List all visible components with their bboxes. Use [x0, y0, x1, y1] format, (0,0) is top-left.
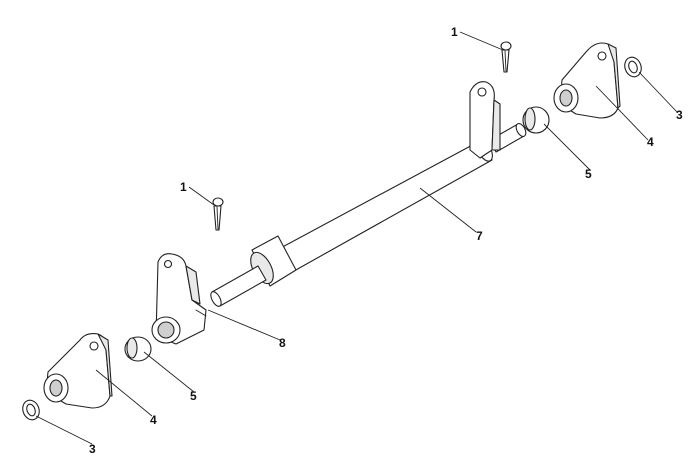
callout-8-yoke: 8 [279, 336, 286, 350]
bracket-right [553, 42, 621, 119]
ball-bushing-left [124, 336, 152, 362]
leader-lines [35, 31, 678, 445]
bracket-left [43, 333, 113, 409]
callout-4-right: 4 [647, 135, 654, 149]
left-yoke [151, 253, 207, 345]
callout-1-top: 1 [451, 25, 458, 39]
callout-labels: 1 1 3 3 4 4 5 5 7 8 [89, 25, 683, 456]
callout-1-left: 1 [180, 180, 187, 194]
ball-bushing-right [522, 106, 550, 134]
callout-7-shaft: 7 [476, 229, 483, 243]
callout-5-left: 5 [190, 389, 197, 403]
washer-right [624, 56, 642, 78]
shaft-tube [210, 122, 527, 307]
callout-3-right: 3 [676, 108, 683, 122]
cotter-pin-left [212, 197, 224, 231]
callout-5-right: 5 [585, 167, 592, 181]
shaft-lever-arm [469, 81, 501, 159]
cotter-pin-top [500, 41, 512, 73]
callout-4-left: 4 [150, 413, 157, 427]
callout-3-left: 3 [89, 442, 96, 456]
washer-left [22, 399, 40, 421]
